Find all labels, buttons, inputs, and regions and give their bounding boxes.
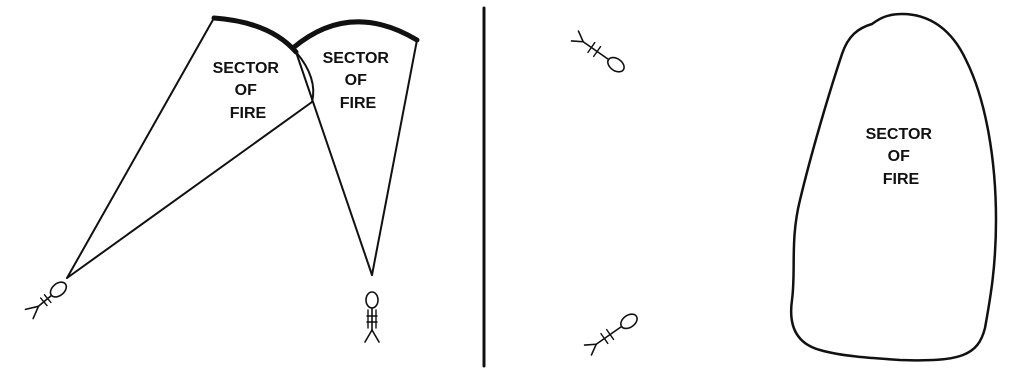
soldier-prone-icon (25, 279, 69, 318)
sector-a-arc (214, 18, 296, 52)
right-panel: SECTOR OF FIRE (572, 14, 996, 360)
left-panel: SECTOR OF FIRE SECTOR OF FIRE (25, 18, 417, 342)
soldier-standing-icon (365, 292, 379, 342)
sector-a: SECTOR OF FIRE (67, 18, 313, 278)
sector-b: SECTOR OF FIRE (293, 22, 417, 275)
sector-b-right-boundary (372, 40, 417, 275)
sector-b-label: SECTOR OF FIRE (323, 50, 394, 112)
soldier-prone-icon (572, 31, 627, 75)
sector-label: SECTOR OF FIRE (866, 126, 937, 188)
sector-b-arc (293, 22, 417, 48)
sector-a-right-boundary (67, 102, 312, 278)
sector-a-left-boundary (67, 18, 214, 278)
soldier-prone-icon (585, 311, 640, 355)
sector-a-label: SECTOR OF FIRE (213, 60, 284, 122)
